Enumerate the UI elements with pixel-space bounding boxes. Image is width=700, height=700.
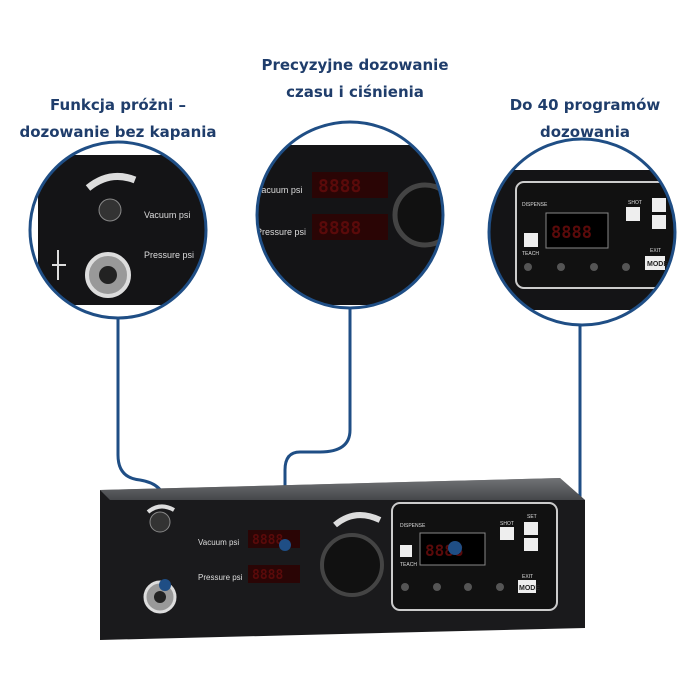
pressure-display: 8888 xyxy=(252,568,283,583)
caption-vacuum: Funkcja próżni – dozowanie bez kapania xyxy=(0,92,236,146)
teach-label: TEACH xyxy=(400,562,417,568)
pressure-display: 8888 xyxy=(318,218,361,239)
dispense-label: DISPENSE xyxy=(522,202,548,208)
caption-line: Precyzyjne dozowanie xyxy=(261,56,449,74)
shot-label: SHOT xyxy=(500,521,514,527)
vacuum-port xyxy=(149,511,171,533)
zoom-circle-vacuum: Vacuum psi Pressure psi xyxy=(30,142,206,318)
pressure-knob[interactable] xyxy=(320,533,384,597)
connector-dot xyxy=(159,579,171,591)
pressure-label: Pressure psi xyxy=(144,250,194,260)
vacuum-display: 8888 xyxy=(252,533,283,548)
program-display: 8888 xyxy=(551,223,592,243)
pressure-label: Pressure psi xyxy=(198,573,243,582)
mode-button[interactable] xyxy=(518,580,536,593)
vacuum-label: Vacuum psi xyxy=(256,185,302,195)
zoom-circle-panel: DISPENSE TEACH 8888 SHOT EXIT MODE xyxy=(489,139,675,325)
mode-label: MODE xyxy=(519,585,540,592)
caption-line: czasu i ciśnienia xyxy=(286,83,424,101)
dispense-label: DISPENSE xyxy=(400,523,426,529)
mode-label: MODE xyxy=(647,261,668,268)
teach-label: TEACH xyxy=(522,251,539,257)
caption-line: dozowanie bez kapania xyxy=(19,123,217,141)
down-button[interactable] xyxy=(524,538,538,551)
syringe-icon xyxy=(52,250,66,280)
connector-dot xyxy=(448,541,462,555)
caption-programs: Do 40 programów dozowania xyxy=(480,92,690,146)
vacuum-label: Vacuum psi xyxy=(144,210,190,220)
pressure-label: Pressure psi xyxy=(256,227,306,237)
exit-label: EXIT xyxy=(650,248,661,254)
caption-line: Funkcja próżni – xyxy=(50,96,186,114)
caption-line: dozowania xyxy=(540,123,630,141)
connector-dot xyxy=(279,539,291,551)
teach-button[interactable] xyxy=(400,545,412,557)
zoom-circle-displays: Vacuum psi Pressure psi 8888 8888 xyxy=(256,122,443,308)
vacuum-display: 8888 xyxy=(318,176,361,197)
set-label: SET xyxy=(527,514,537,520)
vacuum-label: Vacuum psi xyxy=(198,538,239,547)
caption-precision: Precyzyjne dozowanie czasu i ciśnienia xyxy=(240,52,470,106)
caption-line: Do 40 programów xyxy=(509,96,661,114)
exit-label: EXIT xyxy=(522,574,533,580)
shot-label: SHOT xyxy=(628,200,642,206)
dispenser-device: Vacuum psi Pressure psi 8888 8888 DISPEN… xyxy=(100,478,585,640)
shot-button[interactable] xyxy=(500,527,514,540)
up-button[interactable] xyxy=(524,522,538,535)
